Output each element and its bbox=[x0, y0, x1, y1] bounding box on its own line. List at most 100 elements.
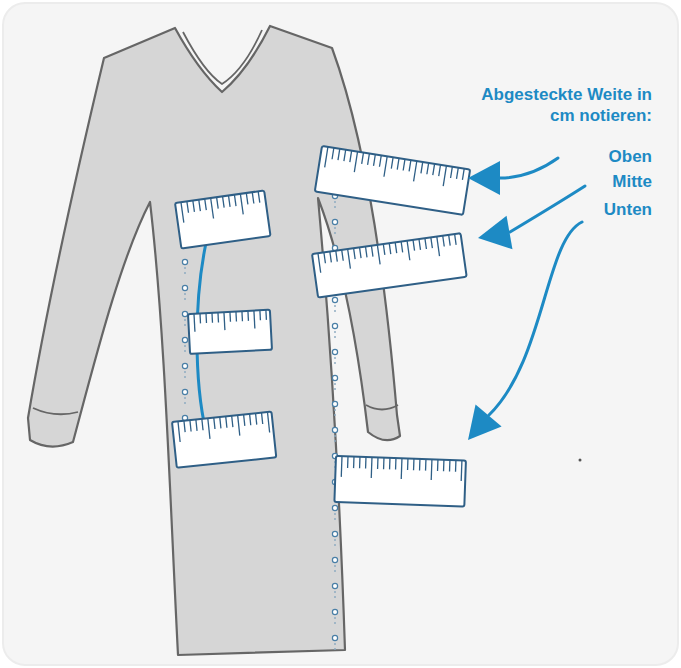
tape-tick bbox=[439, 165, 441, 176]
tape-tick bbox=[462, 169, 464, 180]
tape-tick bbox=[324, 252, 326, 263]
tape-tick bbox=[425, 238, 427, 249]
tape-tick bbox=[223, 196, 225, 207]
heading-note: Abgesteckte Weite in cm notieren: bbox=[462, 84, 652, 126]
cuff-line bbox=[33, 405, 398, 414]
tape-tick bbox=[193, 200, 195, 211]
tape-tick bbox=[421, 162, 423, 173]
tape-tick bbox=[247, 311, 249, 321]
tape-tick bbox=[427, 163, 429, 174]
tape-tick bbox=[451, 167, 453, 178]
tape-tick bbox=[234, 195, 236, 206]
tape-tick bbox=[377, 457, 379, 468]
tape-tick bbox=[211, 313, 213, 323]
pin-head bbox=[332, 349, 337, 354]
arrowhead bbox=[468, 161, 500, 195]
tape-tick bbox=[461, 460, 463, 481]
pin-head bbox=[332, 297, 337, 302]
tape-tick bbox=[371, 457, 373, 478]
tape-measure bbox=[175, 190, 271, 248]
arrowheads bbox=[468, 161, 512, 440]
tape-tick bbox=[226, 416, 227, 427]
tape-tick bbox=[384, 156, 387, 176]
pin-head bbox=[182, 259, 187, 264]
tape-tick bbox=[187, 201, 189, 212]
tape-body bbox=[315, 146, 470, 215]
tape-tick bbox=[205, 199, 207, 210]
tape-tick bbox=[409, 160, 411, 171]
tape-tick bbox=[342, 250, 344, 261]
tape-tick bbox=[199, 313, 201, 323]
tape-tick bbox=[181, 202, 184, 222]
tape-body bbox=[172, 412, 276, 468]
tape-tick bbox=[455, 234, 457, 245]
tape-tick bbox=[214, 418, 215, 429]
pin-head bbox=[332, 557, 337, 562]
tape-tick bbox=[238, 415, 240, 436]
tape-measure bbox=[172, 412, 276, 468]
tape-tick bbox=[336, 251, 338, 262]
callout-label: Unten bbox=[532, 199, 652, 220]
pin-head bbox=[182, 363, 187, 368]
tape-tick bbox=[403, 159, 405, 170]
tape-tick bbox=[318, 253, 321, 273]
tape-tick bbox=[362, 153, 364, 164]
tape-tick bbox=[433, 164, 435, 175]
tape-tick bbox=[449, 460, 451, 471]
tape-tick bbox=[425, 459, 427, 470]
tape-tick bbox=[413, 459, 415, 470]
tape-tick bbox=[193, 314, 195, 332]
tape-tick bbox=[211, 198, 214, 218]
tape-tick bbox=[419, 239, 421, 250]
tape-tick bbox=[325, 147, 328, 167]
tape-tick bbox=[374, 154, 376, 165]
pin-head bbox=[182, 285, 187, 290]
tape-tick bbox=[184, 421, 185, 432]
tape-tick bbox=[256, 413, 257, 424]
tape-tick bbox=[354, 152, 357, 172]
tape-measure bbox=[315, 146, 470, 215]
pin-head bbox=[332, 609, 337, 614]
tape-measure bbox=[334, 456, 466, 507]
pin-head bbox=[332, 323, 337, 328]
tape-tick bbox=[365, 246, 367, 257]
callout-label: Mitte bbox=[532, 171, 652, 192]
pin-head bbox=[332, 219, 337, 224]
tape-tick bbox=[250, 414, 251, 425]
tape-tick bbox=[348, 249, 351, 269]
dot bbox=[579, 459, 582, 462]
tape-measures bbox=[172, 146, 470, 507]
tape-tick bbox=[217, 312, 219, 322]
arrowhead bbox=[478, 216, 512, 249]
tape-tick bbox=[178, 421, 180, 442]
tape-tick bbox=[252, 192, 254, 203]
arrowhead bbox=[468, 405, 502, 440]
tape-tick bbox=[330, 251, 332, 262]
collar-line bbox=[183, 30, 262, 84]
tape-tick bbox=[443, 166, 446, 186]
tape-tick bbox=[401, 458, 403, 479]
tape-tick bbox=[265, 310, 267, 320]
tape-tick bbox=[379, 155, 381, 166]
tape-tick bbox=[253, 311, 255, 329]
tape-tick bbox=[414, 161, 417, 181]
tape-tick bbox=[196, 419, 197, 430]
tape-tick bbox=[332, 148, 334, 159]
tape-tick bbox=[371, 246, 373, 257]
tape-tick bbox=[353, 457, 355, 468]
tape-tick bbox=[259, 310, 261, 320]
leader-line bbox=[500, 158, 558, 178]
leader-line bbox=[510, 186, 585, 232]
tape-tick bbox=[395, 458, 397, 469]
tape-tick bbox=[431, 237, 433, 248]
tape-tick bbox=[407, 241, 410, 261]
tape-tick bbox=[360, 247, 362, 258]
tape-body bbox=[175, 190, 271, 248]
tape-tick bbox=[246, 193, 248, 204]
tape-tick bbox=[443, 460, 445, 471]
leader-line bbox=[489, 222, 582, 415]
pin-head bbox=[332, 531, 337, 536]
tape-tick bbox=[220, 417, 221, 428]
tape-tick bbox=[377, 245, 380, 265]
